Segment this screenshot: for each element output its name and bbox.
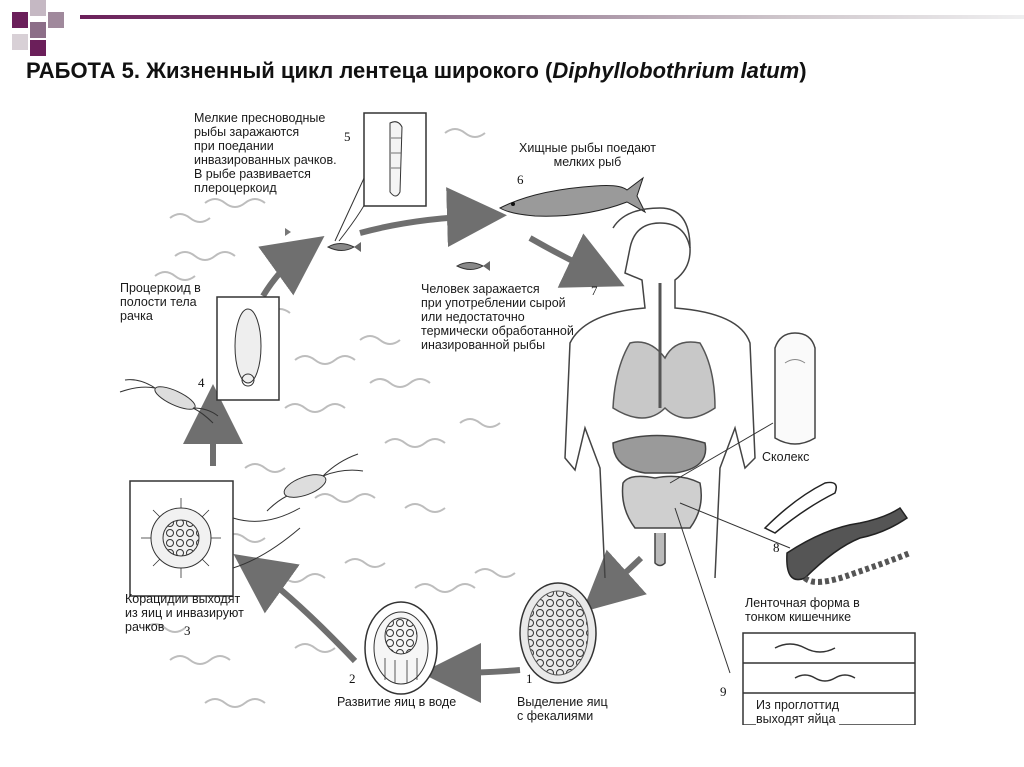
label-coracidia: Корацидии выходят из яиц и инвазируют ра… (125, 592, 244, 634)
deco-square (30, 40, 46, 56)
egg-icon (364, 601, 438, 695)
label-procercoid: Процеркоид в полости тела рачка (120, 281, 201, 323)
stage-number: 4 (198, 375, 205, 390)
label-predatory-fish: Хищные рыбы поедают мелких рыб (519, 141, 656, 169)
label-proglottid: Из проглоттид выходят яйца (756, 698, 839, 726)
stage-number: 2 (349, 671, 356, 686)
label-human-infection: Человек заражается при употреблении сыро… (421, 282, 574, 352)
scolex-icon (774, 332, 816, 445)
label-fish-infection: Мелкие пресноводные рыбы заражаются при … (194, 111, 337, 195)
deco-square (30, 22, 46, 38)
crustacean-icon (266, 453, 364, 512)
crustacean-icon (119, 379, 219, 424)
header-bar (80, 15, 1024, 19)
tapeworm-icon (763, 481, 912, 585)
deco-square (48, 12, 64, 28)
deco-square (30, 0, 46, 16)
lifecycle-diagram: Мелкие пресноводные рыбы заражаются при … (115, 108, 1018, 726)
egg-icon (519, 582, 597, 684)
human-body-icon (564, 207, 756, 579)
label-egg-development: Развитие яиц в воде (337, 695, 457, 709)
deco-square (12, 34, 28, 50)
page-title: РАБОТА 5. Жизненный цикл лентеца широког… (26, 58, 807, 83)
stage-number: 9 (720, 684, 727, 699)
pike-icon (498, 176, 647, 217)
stage-number: 8 (773, 540, 780, 555)
label-egg-excretion: Выделение яиц с фекалиями (517, 695, 608, 723)
small-fish-icon (455, 261, 490, 271)
label-tape-form: Ленточная форма в тонком кишечнике (745, 596, 860, 624)
stage-number: 1 (526, 671, 533, 686)
diagram-graphics (119, 112, 916, 725)
label-scolex: Сколекс (762, 450, 810, 464)
stage-number: 3 (184, 623, 191, 638)
stage-number: 5 (344, 129, 351, 144)
stage-number: 7 (591, 283, 598, 298)
stage-number: 6 (517, 172, 524, 187)
cycle-arrows (183, 187, 647, 703)
deco-square (12, 12, 28, 28)
small-fish-icon (285, 228, 361, 252)
